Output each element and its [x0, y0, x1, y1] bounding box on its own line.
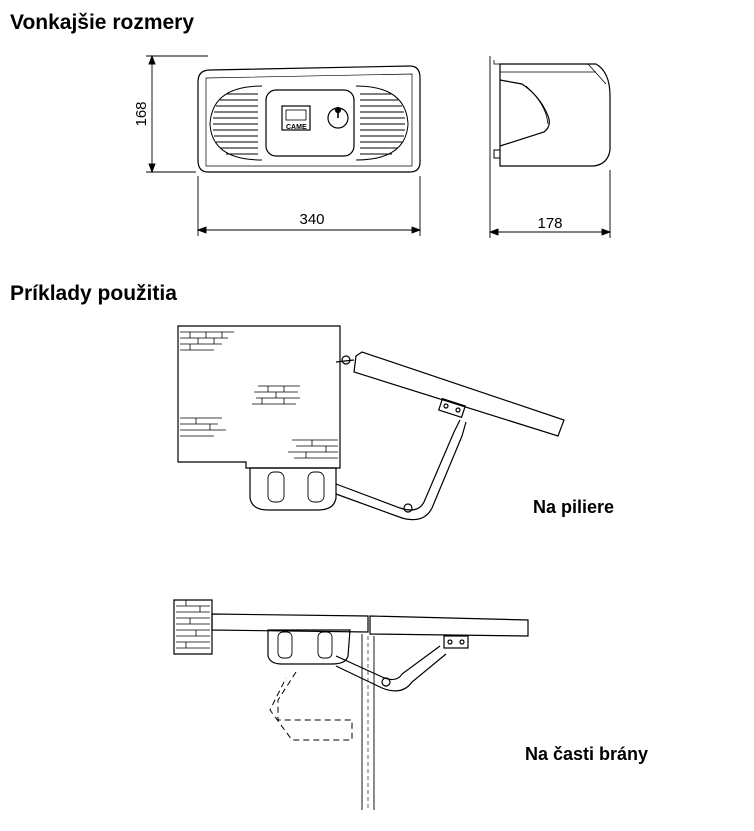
- brand-mark: CAME: [286, 124, 307, 131]
- gate-mount-caption: Na časti brány: [525, 744, 649, 764]
- usage-heading: Príklady použitia: [10, 282, 177, 305]
- gate-mount-drawing: [173, 599, 529, 810]
- height-dimension-line: [146, 54, 208, 174]
- front-view-drawing: [197, 65, 421, 173]
- pillar-mount-caption: Na piliere: [533, 497, 615, 517]
- side-view-drawing: [493, 60, 611, 167]
- depth-label: 178: [537, 215, 562, 232]
- width-label: 340: [299, 211, 324, 228]
- depth-dimension-line: [488, 56, 612, 238]
- pillar-mount-drawing: [177, 325, 565, 521]
- dimensions-heading: Vonkajšie rozmery: [10, 11, 195, 34]
- height-label: 168: [133, 101, 150, 126]
- width-dimension-line: [196, 176, 422, 236]
